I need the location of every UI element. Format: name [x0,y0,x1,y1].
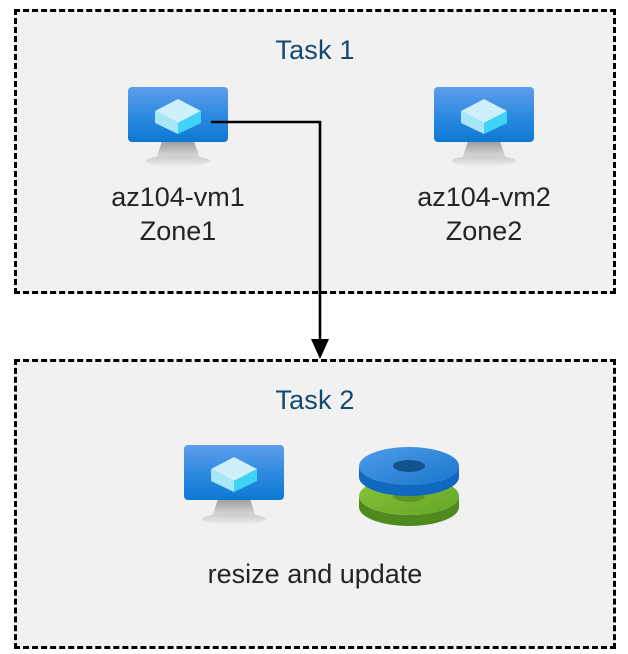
task-1-container: Task 1 [14,9,616,294]
node-label-name: az104-vm1 [111,182,245,212]
node-label-zone: Zone1 [139,216,217,246]
managed-disks-icon[interactable] [357,444,461,528]
task-1-title: Task 1 [275,35,355,65]
virtual-machine-icon [434,87,534,167]
task-2-title: Task 2 [275,385,355,415]
node-az104-vm2[interactable]: az104-vm2 Zone2 [384,86,584,248]
virtual-machine-icon [128,87,228,167]
disk-blue [359,447,459,496]
virtual-machine-icon[interactable] [169,444,299,528]
arrowhead-icon [311,339,329,359]
node-az104-vm1[interactable]: az104-vm1 Zone1 [78,86,278,248]
task-2-container: Task 2 [14,359,616,649]
node-label-name: az104-vm2 [417,182,551,212]
task-2-caption: resize and update [207,559,423,589]
node-label-zone: Zone2 [445,216,523,246]
task-2-icon-row [17,444,613,528]
